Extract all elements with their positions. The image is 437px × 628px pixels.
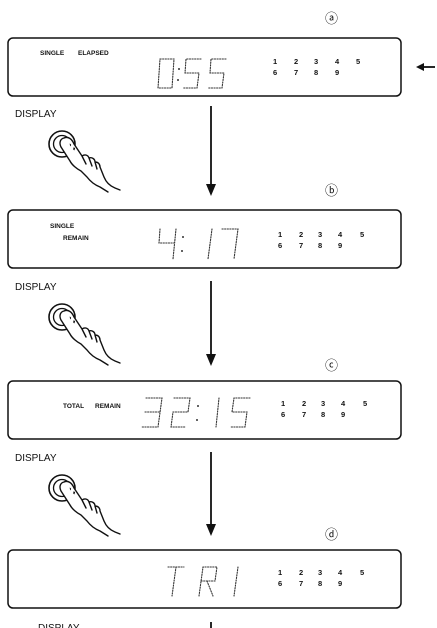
mode-label: SINGLE (50, 223, 75, 230)
display-panel-c (7, 380, 402, 440)
track-number: 9 (335, 68, 339, 77)
marker-c-label: ⓒ (325, 358, 338, 373)
track-number: 5 (356, 57, 360, 66)
track-grid-c: 1 2 3 4 5 6 7 8 9 (281, 399, 367, 419)
track-number: 1 (278, 568, 282, 577)
track-number: 5 (360, 230, 364, 239)
track-number: 3 (318, 230, 322, 239)
display-panel-d (7, 549, 402, 609)
track-number: 1 (278, 230, 282, 239)
track-number: 4 (335, 57, 340, 66)
track-number: 6 (281, 410, 285, 419)
mode-label: REMAIN (95, 403, 121, 410)
track-grid-b: 1 2 3 4 5 6 7 8 9 (278, 230, 364, 250)
mode-label: REMAIN (63, 235, 89, 242)
mode-label: SINGLE (40, 50, 65, 57)
display-button-label: DISPLAY (38, 623, 80, 628)
display-button-label: DISPLAY (15, 453, 57, 464)
mode-label: ELAPSED (78, 50, 109, 57)
hand-pressing-button-icon[interactable] (48, 130, 121, 193)
hand-pressing-button-icon[interactable] (48, 474, 121, 537)
track-number: 8 (321, 410, 325, 419)
mode-label: TOTAL (63, 403, 84, 410)
track-number: 7 (299, 579, 303, 588)
track-number: 9 (341, 410, 345, 419)
panel-a: ⓐ SINGLE ELAPSED 1 2 3 4 5 6 7 8 9 (7, 11, 402, 97)
arrow-down-icon (206, 452, 216, 536)
track-number: 6 (278, 579, 282, 588)
track-readout (167, 566, 239, 597)
track-number: 3 (314, 57, 318, 66)
track-grid-d: 1 2 3 4 5 6 7 8 9 (278, 568, 364, 588)
track-grid-a: 1 2 3 4 5 6 7 8 9 (273, 57, 360, 77)
time-readout (157, 58, 227, 89)
panel-c: ⓒ TOTAL REMAIN 1 2 3 4 5 6 7 8 9 (7, 358, 402, 440)
time-readout (141, 397, 251, 428)
track-number: 8 (318, 579, 322, 588)
hand-pressing-button-icon[interactable] (48, 303, 121, 366)
track-number: 8 (314, 68, 318, 77)
track-number: 3 (318, 568, 322, 577)
track-number: 1 (281, 399, 285, 408)
marker-b-label: ⓑ (325, 183, 338, 198)
track-number: 5 (360, 568, 364, 577)
display-button-label: DISPLAY (15, 109, 57, 120)
panel-b: ⓑ SINGLE REMAIN 1 2 3 4 5 6 7 8 9 (7, 183, 402, 269)
track-number: 7 (294, 68, 298, 77)
track-number: 9 (338, 579, 342, 588)
arrow-left-icon (416, 63, 435, 71)
track-number: 7 (299, 241, 303, 250)
track-number: 1 (273, 57, 277, 66)
marker-d-label: ⓓ (325, 527, 338, 542)
track-number: 4 (338, 568, 343, 577)
track-number: 4 (341, 399, 346, 408)
display-panel-a (7, 37, 402, 97)
track-number: 5 (363, 399, 367, 408)
marker-a-label: ⓐ (325, 11, 338, 26)
track-number: 2 (299, 230, 303, 239)
track-number: 3 (321, 399, 325, 408)
track-number: 2 (294, 57, 298, 66)
display-panel-b (7, 209, 402, 269)
track-number: 2 (302, 399, 306, 408)
track-number: 8 (318, 241, 322, 250)
track-number: 4 (338, 230, 343, 239)
track-number: 7 (302, 410, 306, 419)
arrow-down-icon (206, 106, 216, 196)
track-number: 9 (338, 241, 342, 250)
arrow-down-icon (206, 281, 216, 366)
track-number: 2 (299, 568, 303, 577)
panel-d: ⓓ 1 2 3 4 5 6 7 8 9 (7, 527, 402, 609)
track-number: 6 (273, 68, 277, 77)
track-number: 6 (278, 241, 282, 250)
display-button-label: DISPLAY (15, 282, 57, 293)
time-readout (158, 228, 239, 260)
